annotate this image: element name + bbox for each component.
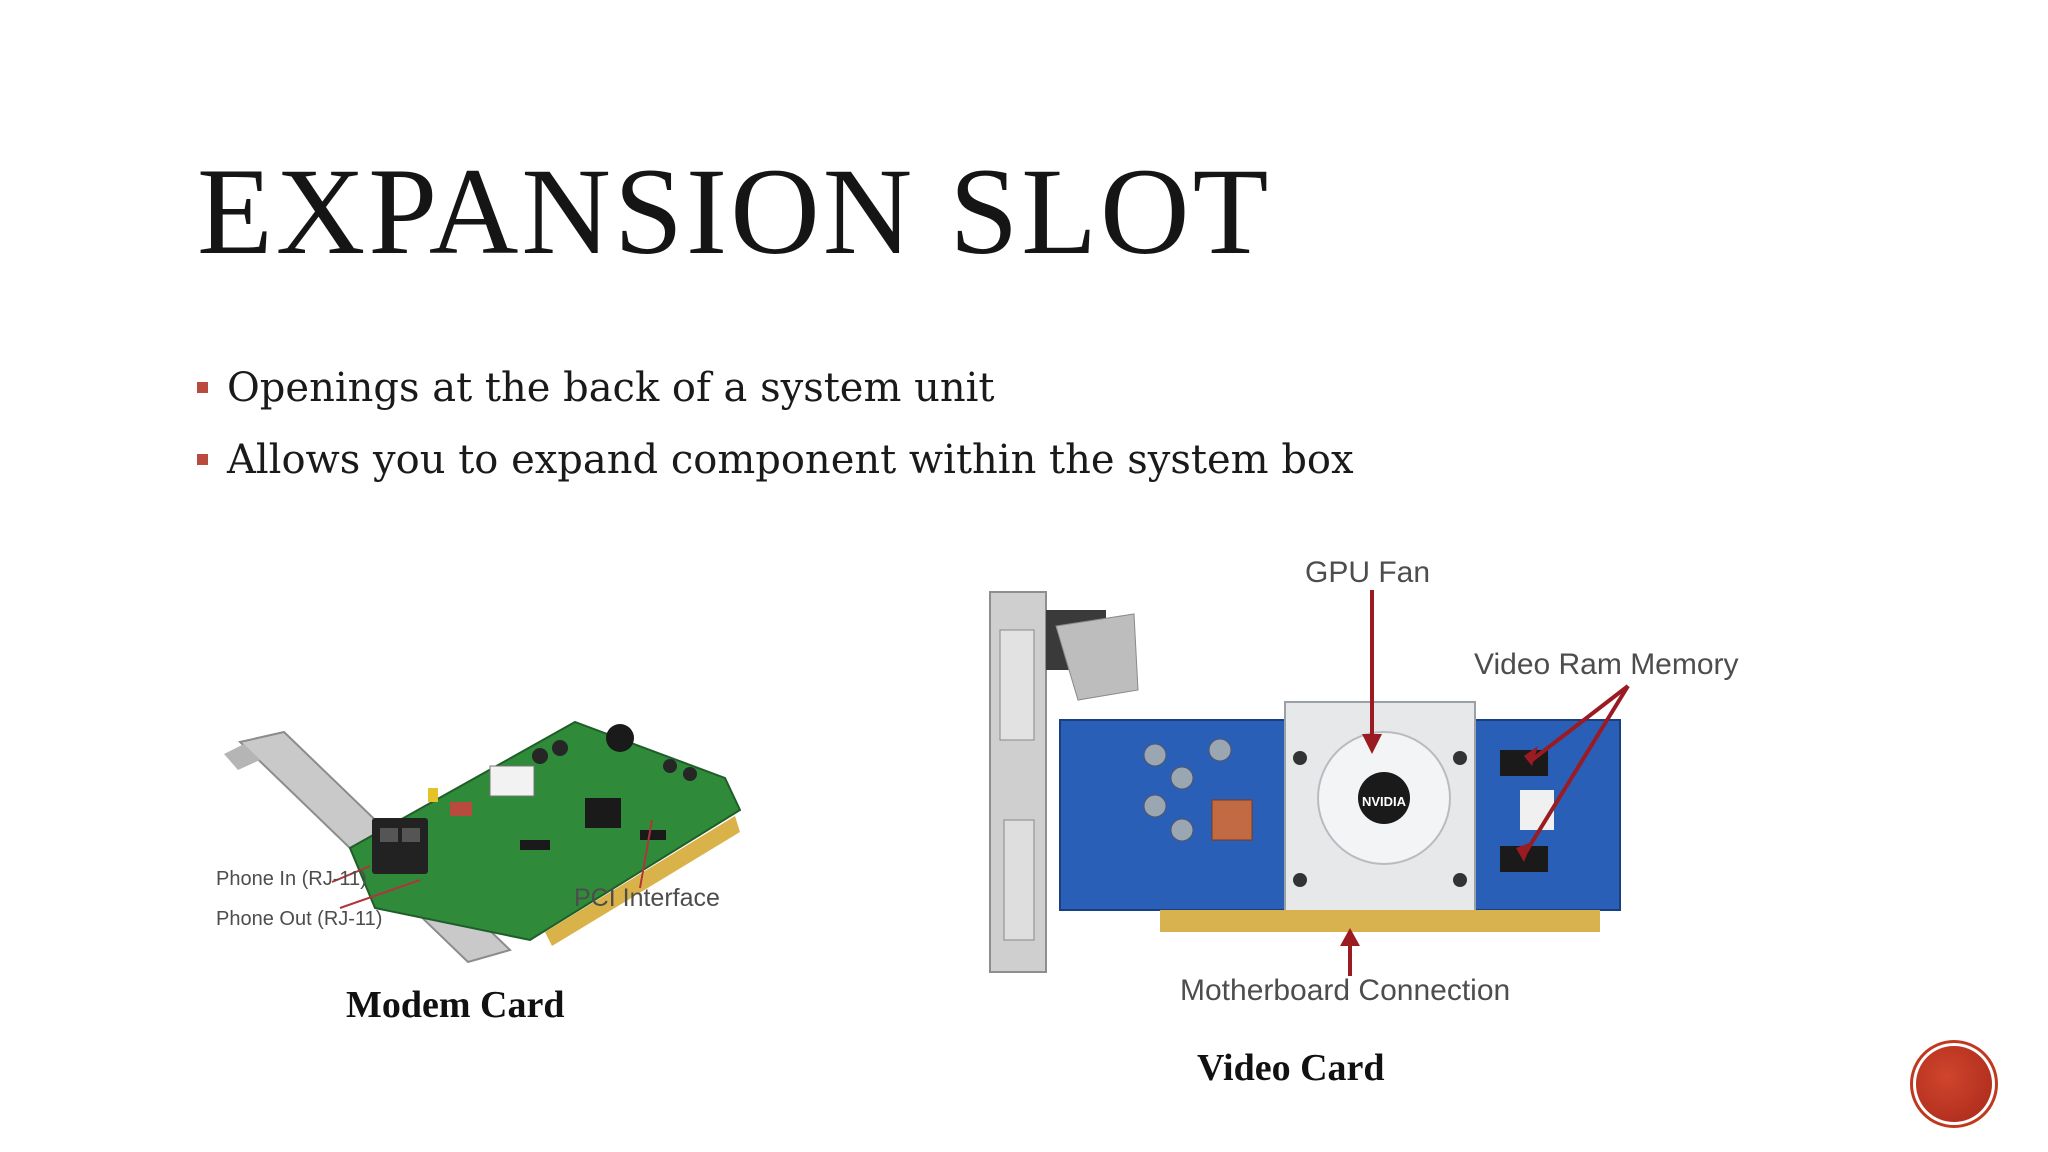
phone-out-label: Phone Out (RJ-11) — [216, 908, 383, 930]
motherboard-connection-label: Motherboard Connection — [1180, 974, 1511, 1007]
video-card-caption: Video Card — [1197, 1047, 1385, 1089]
modem-card-illustration — [224, 720, 742, 964]
video-ram-label: Video Ram Memory — [1474, 648, 1739, 681]
modem-card-caption: Modem Card — [346, 984, 565, 1026]
circle-button-icon[interactable] — [1916, 1046, 1992, 1122]
phone-in-label: Phone In (RJ-11) — [216, 868, 367, 890]
slide-title: EXPANSION SLOT — [197, 143, 1272, 280]
square-bullet-icon — [197, 382, 208, 393]
bullet-item: Openings at the back of a system unit — [197, 358, 1354, 430]
bullet-list: Openings at the back of a system unit Al… — [197, 358, 1354, 502]
bullet-text: Openings at the back of a system unit — [227, 365, 995, 411]
gpu-fan-label: GPU Fan — [1305, 556, 1431, 589]
brand-label: NVIDIA — [1362, 794, 1407, 809]
bullet-item: Allows you to expand component within th… — [197, 430, 1354, 502]
modem-card-image: Phone In (RJ-11) Phone Out (RJ-11) PCI I… — [200, 670, 760, 970]
video-card-illustration: NVIDIA — [989, 590, 1630, 976]
square-bullet-icon — [197, 454, 208, 465]
pci-interface-label: PCI Interface — [574, 884, 720, 912]
video-card-image: NVIDIA GPU Fan Video Ram Memory Motherbo… — [960, 550, 1760, 1020]
bullet-text: Allows you to expand component within th… — [227, 437, 1354, 483]
